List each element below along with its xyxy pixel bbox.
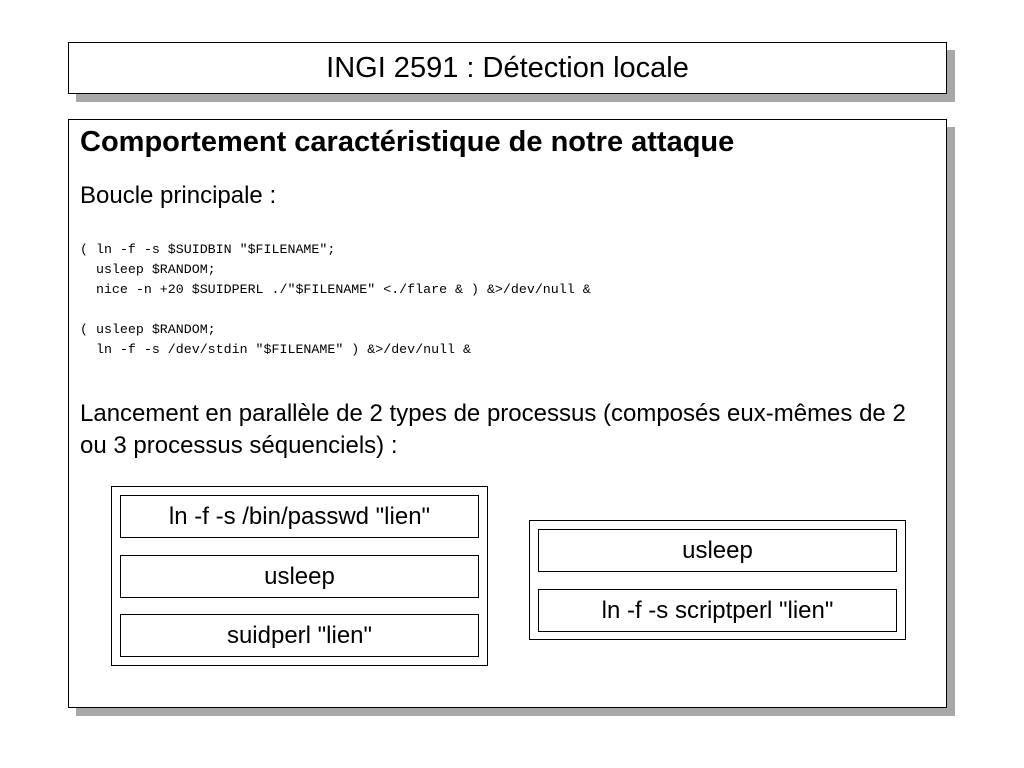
code-line: nice -n +20 $SUIDPERL ./"$FILENAME" <./f… <box>80 282 591 297</box>
code-line: ln -f -s /dev/stdin "$FILENAME" ) &>/dev… <box>80 342 471 357</box>
process-group-2: usleep ln -f -s scriptperl "lien" <box>529 520 906 640</box>
content-box: Comportement caractéristique de notre at… <box>68 119 947 708</box>
process-box: ln -f -s scriptperl "lien" <box>538 589 897 632</box>
process-box: ln -f -s /bin/passwd "lien" <box>120 495 479 538</box>
code-line: ( usleep $RANDOM; <box>80 322 216 337</box>
process-box: usleep <box>120 555 479 598</box>
slide-title: INGI 2591 : Détection locale <box>326 51 689 84</box>
process-group-1: ln -f -s /bin/passwd "lien" usleep suidp… <box>111 486 488 666</box>
description-paragraph: Lancement en parallèle de 2 types de pro… <box>80 400 906 459</box>
code-line: usleep $RANDOM; <box>80 262 216 277</box>
process-box: usleep <box>538 529 897 572</box>
process-box: suidperl "lien" <box>120 614 479 657</box>
code-block: ( ln -f -s $SUIDBIN "$FILENAME"; usleep … <box>80 240 591 360</box>
subheading: Boucle principale : <box>80 182 277 209</box>
code-line <box>80 300 591 320</box>
code-line: ( ln -f -s $SUIDBIN "$FILENAME"; <box>80 242 336 257</box>
title-box: INGI 2591 : Détection locale <box>68 42 947 94</box>
section-heading: Comportement caractéristique de notre at… <box>80 126 735 158</box>
